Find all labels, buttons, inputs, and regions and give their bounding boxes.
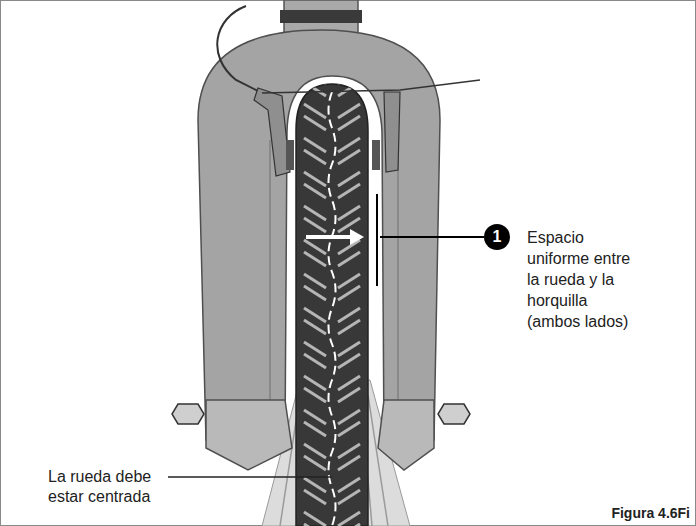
- callout-number: 1: [484, 224, 510, 250]
- callout-text: Espacio uniforme entre la rueda y la hor…: [527, 227, 645, 332]
- figure-caption: Figura 4.6Fi: [611, 503, 690, 523]
- leader-line: [168, 476, 332, 478]
- brake: [217, 6, 480, 176]
- tire: [296, 84, 368, 526]
- fork: [172, 0, 470, 470]
- note-text: La rueda debe estar centrada: [48, 467, 166, 507]
- gap-indicator: [306, 194, 510, 286]
